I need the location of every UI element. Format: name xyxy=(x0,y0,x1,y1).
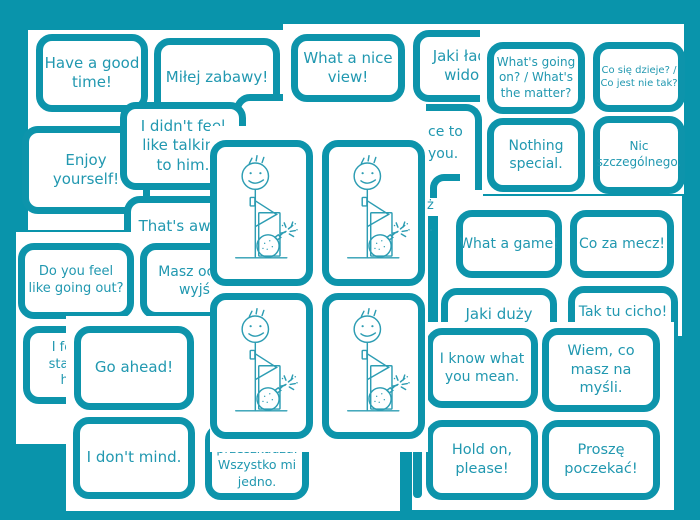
card-text-line: ż xyxy=(427,198,434,213)
flashcard-co-sie-dzieje: Co się dzieje? / Co jest nie tak? xyxy=(593,42,685,112)
flashcard-wiem-co: Wiem, co masz na myśli. xyxy=(542,328,660,412)
card-text-line: Jaki duży xyxy=(465,305,533,323)
card-text-line: yourself! xyxy=(52,170,120,188)
card-text-line: Co się dzieje? / xyxy=(601,65,677,76)
card-text-line: Nic xyxy=(629,139,649,154)
card-text-line: What's going xyxy=(496,54,576,69)
card-text-line: Wiem, co xyxy=(567,342,635,359)
card-text-line: poczekać! xyxy=(564,461,638,477)
card-text-line: jedno. xyxy=(237,473,277,489)
card-text-line: Proszę xyxy=(577,442,625,459)
card-border-fragment xyxy=(413,430,422,498)
card-text-fragment-dot: . xyxy=(429,218,433,238)
card-text-line: Wszystko mi xyxy=(217,457,297,473)
card-text-line: Go ahead! xyxy=(94,358,174,377)
card-text-line: szczególnego. xyxy=(596,155,682,169)
card-text-line: I don't mind. xyxy=(86,448,182,467)
flashcard-i-dont-mind: I don't mind. xyxy=(73,417,195,499)
card-text-line: the matter? xyxy=(500,85,572,100)
stick-figure-bomb-illustration xyxy=(329,300,418,432)
card-text-line: on? / What's xyxy=(498,70,574,85)
card-text-line: masz na xyxy=(570,361,632,378)
card-text-line: Tak tu cicho! xyxy=(578,304,668,320)
card-text-line: you mean. xyxy=(444,369,520,385)
card-text-line: I know what xyxy=(439,350,525,367)
card-text-line: Co za mecz! xyxy=(578,235,666,252)
flashcard-go-ahead: Go ahead! xyxy=(74,326,194,410)
card-text-line: Enjoy xyxy=(65,150,107,169)
card-text-line: Have a good xyxy=(44,53,140,72)
flashcard-co-za-mecz: Co za mecz! xyxy=(570,210,674,278)
card-text-line: Do you feel xyxy=(38,264,114,280)
card-text-line: myśli. xyxy=(579,380,623,397)
card-text-line: Co jest nie tak? xyxy=(600,78,678,89)
stick-figure-bomb-illustration xyxy=(329,147,418,279)
card-text-line: to him. xyxy=(156,155,210,174)
card-text-line: Nothing xyxy=(508,137,564,154)
flashcard-stick-figure-bomb-4 xyxy=(322,293,425,439)
flashcard-hold-on-please: Hold on, please! xyxy=(426,420,538,500)
card-text-line: . xyxy=(429,220,434,235)
card-text-line: What a game! xyxy=(459,235,559,252)
card-text-line: please! xyxy=(455,461,509,477)
flashcard-nothing-special: Nothing special. xyxy=(487,118,585,192)
card-text-line: That's awful xyxy=(138,216,230,235)
flashcard-stick-figure-bomb-2 xyxy=(322,140,425,286)
card-text-line: view! xyxy=(327,68,369,86)
card-text-line: Hold on, xyxy=(451,442,513,459)
card-text-line: special. xyxy=(509,156,563,172)
card-text-line: like going out? xyxy=(28,281,124,296)
stick-figure-bomb-illustration xyxy=(217,300,306,432)
stick-figure-bomb-icon xyxy=(347,155,410,259)
card-text-line: ce to xyxy=(428,124,463,140)
stick-figure-bomb-icon xyxy=(347,308,410,412)
card-text-fragment-z: ż xyxy=(427,196,434,216)
hidden-card-corner-bottom xyxy=(430,174,460,198)
card-text-line: What a nice xyxy=(303,48,393,67)
card-text-line: time! xyxy=(72,73,112,91)
flashcard-stick-figure-bomb-3 xyxy=(210,293,313,439)
flashcard-i-know-what: I know what you mean. xyxy=(426,328,538,408)
card-text-fragment-ce-to: ce to you. xyxy=(428,122,463,165)
card-text-line: I didn't feel xyxy=(140,116,226,135)
flashcard-stick-figure-bomb-1 xyxy=(210,140,313,286)
stick-figure-bomb-illustration xyxy=(217,147,306,279)
stick-figure-bomb-icon xyxy=(235,155,298,259)
stick-figure-bomb-icon xyxy=(235,308,298,412)
flashcard-what-a-game: What a game! xyxy=(456,210,562,278)
hidden-card-corner-top xyxy=(426,104,482,190)
card-text-line: you. xyxy=(428,145,459,162)
flashcard-prosze-poczekac: Proszę poczekać! xyxy=(542,420,660,500)
card-text-line: like talking xyxy=(142,136,224,155)
card-text-line: Miłej zabawy! xyxy=(165,68,269,87)
